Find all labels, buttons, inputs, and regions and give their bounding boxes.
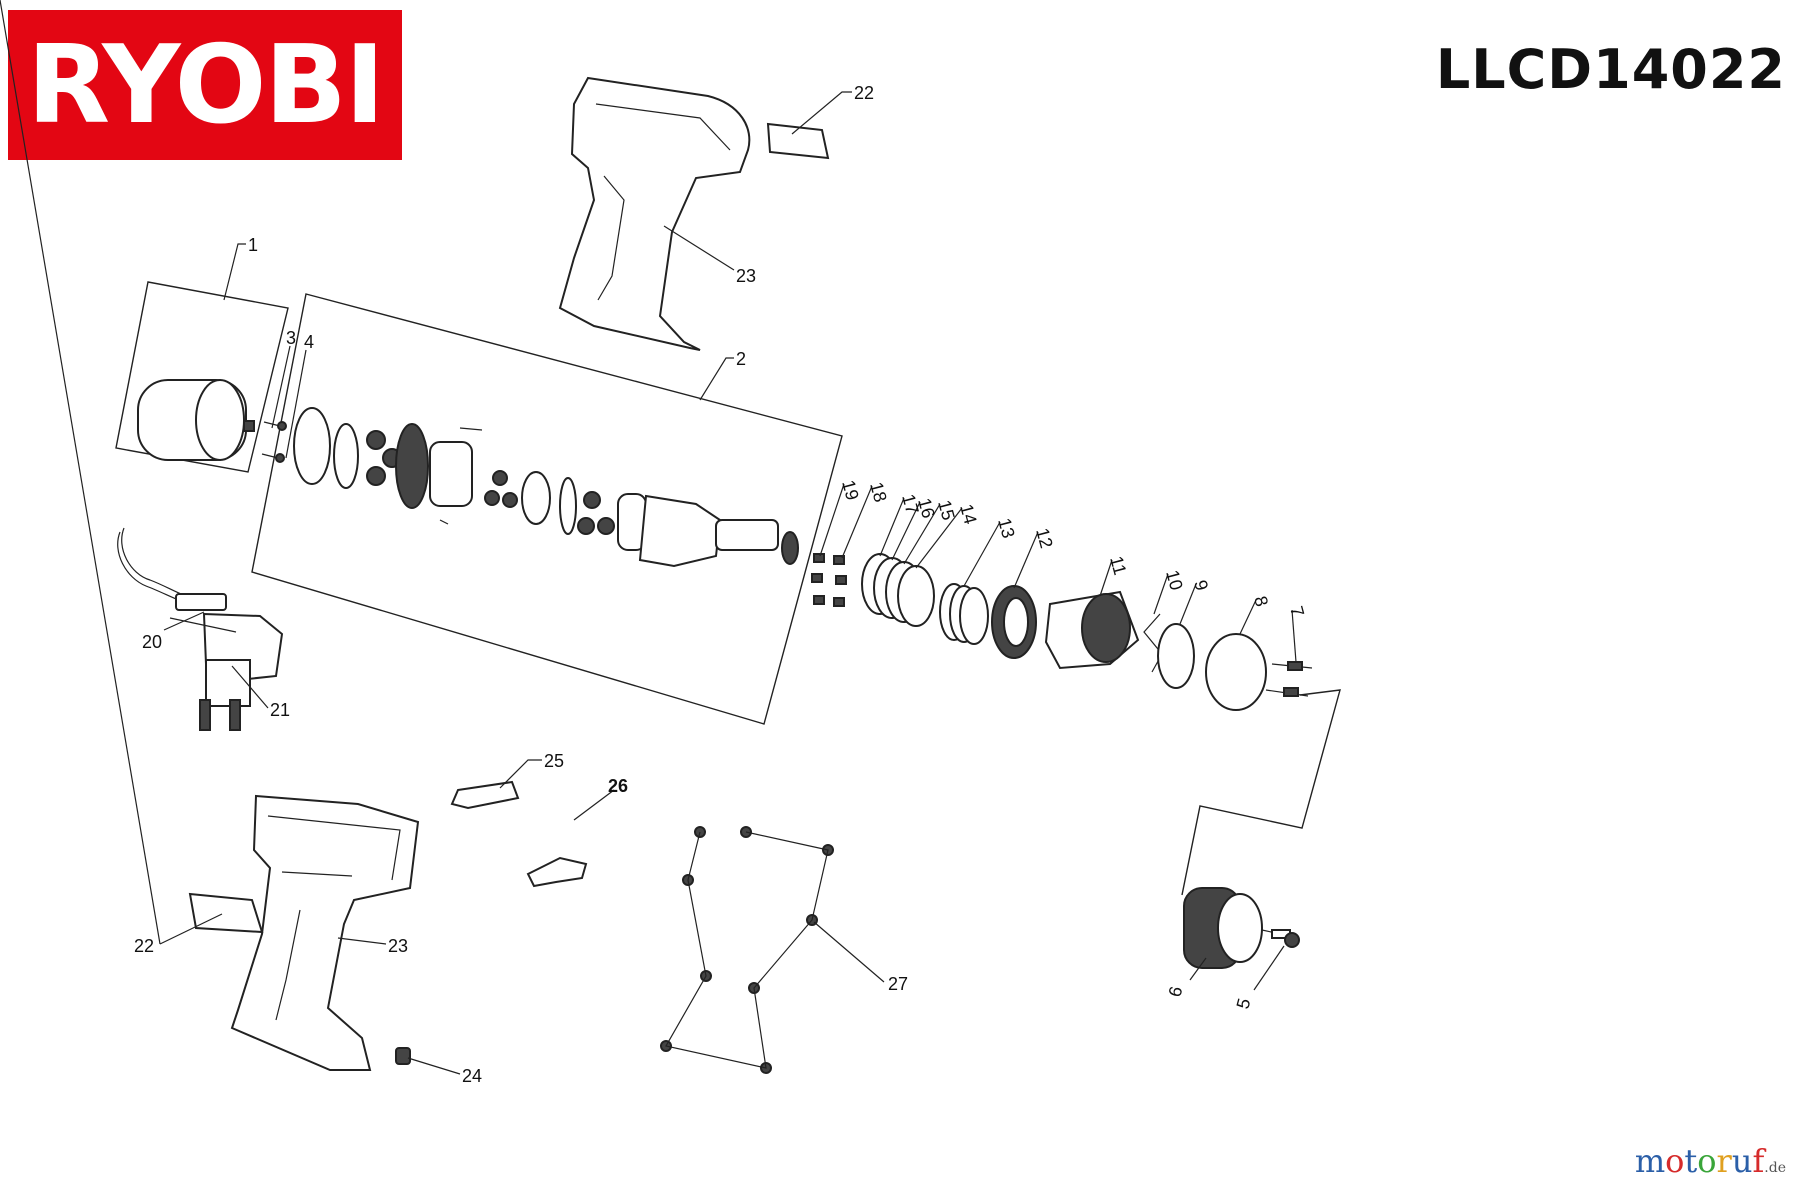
label-9: 9 [1190,578,1212,593]
label-2: 2 [736,349,746,369]
label-11: 11 [1106,554,1130,577]
drill-chuck [1183,887,1291,969]
housing-screws [660,826,834,1074]
label-4: 4 [304,332,314,352]
label-6: 6 [1165,984,1187,999]
front-screws [1265,661,1313,697]
clutch-pins [811,553,847,607]
leader-lines [0,0,1297,1075]
belt-clip [526,856,588,888]
front-plate [1205,633,1267,711]
label-19: 19 [838,478,863,503]
motor-plate [293,407,331,485]
label-20: 20 [142,632,162,652]
spindle-collar [781,531,799,565]
carrier-screws [439,427,483,525]
gearbox-housing [638,494,722,568]
label-1: 1 [248,235,258,255]
label-13: 13 [994,516,1019,541]
label-7: 7 [1286,604,1308,619]
planet-gears-stage3 [577,491,615,535]
trigger-switch [199,612,284,731]
label-21: 21 [270,700,290,720]
direction-switch [450,780,520,810]
label-12: 12 [1032,526,1057,551]
motor-screws [261,421,287,463]
label-14: 14 [956,502,981,527]
brand-logo-text: RYOBI [27,22,385,148]
label-25: 25 [544,751,564,771]
washer-ring [333,423,359,489]
label-22-top: 22 [854,83,874,103]
watermark-name: motoruf [1634,1142,1765,1180]
label-26: 26 [608,776,628,796]
label-23-bottom: 23 [388,936,408,956]
label-24: 24 [462,1066,482,1086]
planet-gears-stage1 [366,430,402,486]
clutch-rings [861,553,935,627]
ring-gear [395,423,429,509]
label-8: 8 [1250,594,1272,609]
label-15: 15 [934,498,959,523]
label-10: 10 [1162,568,1187,593]
label-22-bottom: 22 [134,936,154,956]
detent-spring [1143,613,1163,673]
planet-gears-stage2 [484,470,518,508]
housing-half-left [230,794,420,1071]
sun-gear-disc [521,471,551,525]
gear-carrier [429,441,473,507]
detent-plate [1157,623,1195,689]
motor [137,379,255,461]
thin-washer [559,477,577,535]
label-18: 18 [866,480,891,505]
chuck-screw [1271,929,1300,948]
label-5: 5 [1233,996,1255,1011]
chuck-group-bracket [1181,689,1341,896]
rating-label-bottom [188,892,264,934]
rating-label-top [766,122,830,160]
motor-group-box [115,281,289,473]
torque-collar-opening [1081,593,1131,663]
screw-connector-a [665,831,829,1069]
clutch-spring [939,583,989,645]
watermark: motoruf.de [1635,1142,1786,1180]
clutch-nut-ring-inner [1003,597,1029,647]
brand-logo: RYOBI [8,10,402,160]
housing-half-right [558,76,751,351]
gearbox-group-box [251,293,843,725]
switch-connector [175,593,227,611]
label-3: 3 [286,328,296,348]
output-spindle [715,519,779,551]
bit-holder-clip [395,1047,411,1065]
label-27: 27 [888,974,908,994]
model-number: LLCD14022 [1435,38,1786,101]
watermark-tld: .de [1764,1160,1786,1176]
label-16: 16 [914,496,939,521]
label-23-top: 23 [736,266,756,286]
